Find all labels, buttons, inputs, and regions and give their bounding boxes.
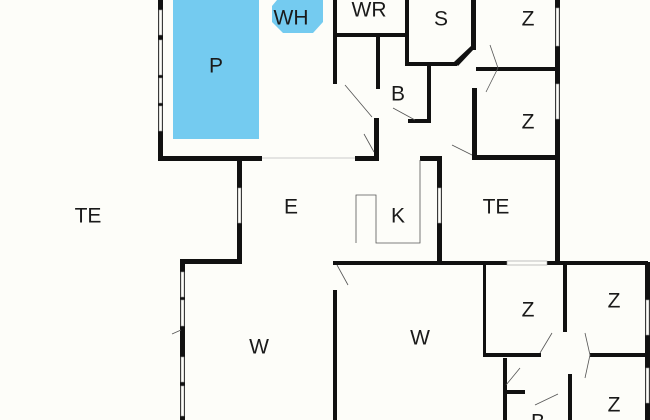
room-label-bedroom-2: Z <box>521 110 535 134</box>
door-swings <box>171 44 591 406</box>
room-label-sauna: S <box>433 7 449 31</box>
room-label-bedroom-1: Z <box>521 7 535 31</box>
room-label-bedroom-5: Z <box>607 393 621 417</box>
room-label-terrace-right: TE <box>482 195 510 219</box>
room-label-bathroom-2: B <box>531 412 545 420</box>
room-label-pool: P <box>208 54 224 78</box>
room-label-whirlpool: WH <box>273 6 309 30</box>
room-label-living-1: W <box>249 335 269 359</box>
room-label-kitchen: K <box>390 204 406 228</box>
windows <box>158 7 650 417</box>
room-label-entrance: E <box>283 195 299 219</box>
room-label-bedroom-4: Z <box>607 289 621 313</box>
water-features <box>173 0 323 139</box>
room-label-wr: WR <box>351 0 387 22</box>
whirlpool-shape <box>272 0 323 33</box>
room-label-bathroom-1: B <box>390 82 406 106</box>
room-label-bedroom-3: Z <box>521 298 535 322</box>
pool-shape <box>173 0 259 139</box>
room-label-terrace-left: TE <box>74 204 102 228</box>
room-label-living-2: W <box>410 326 430 350</box>
